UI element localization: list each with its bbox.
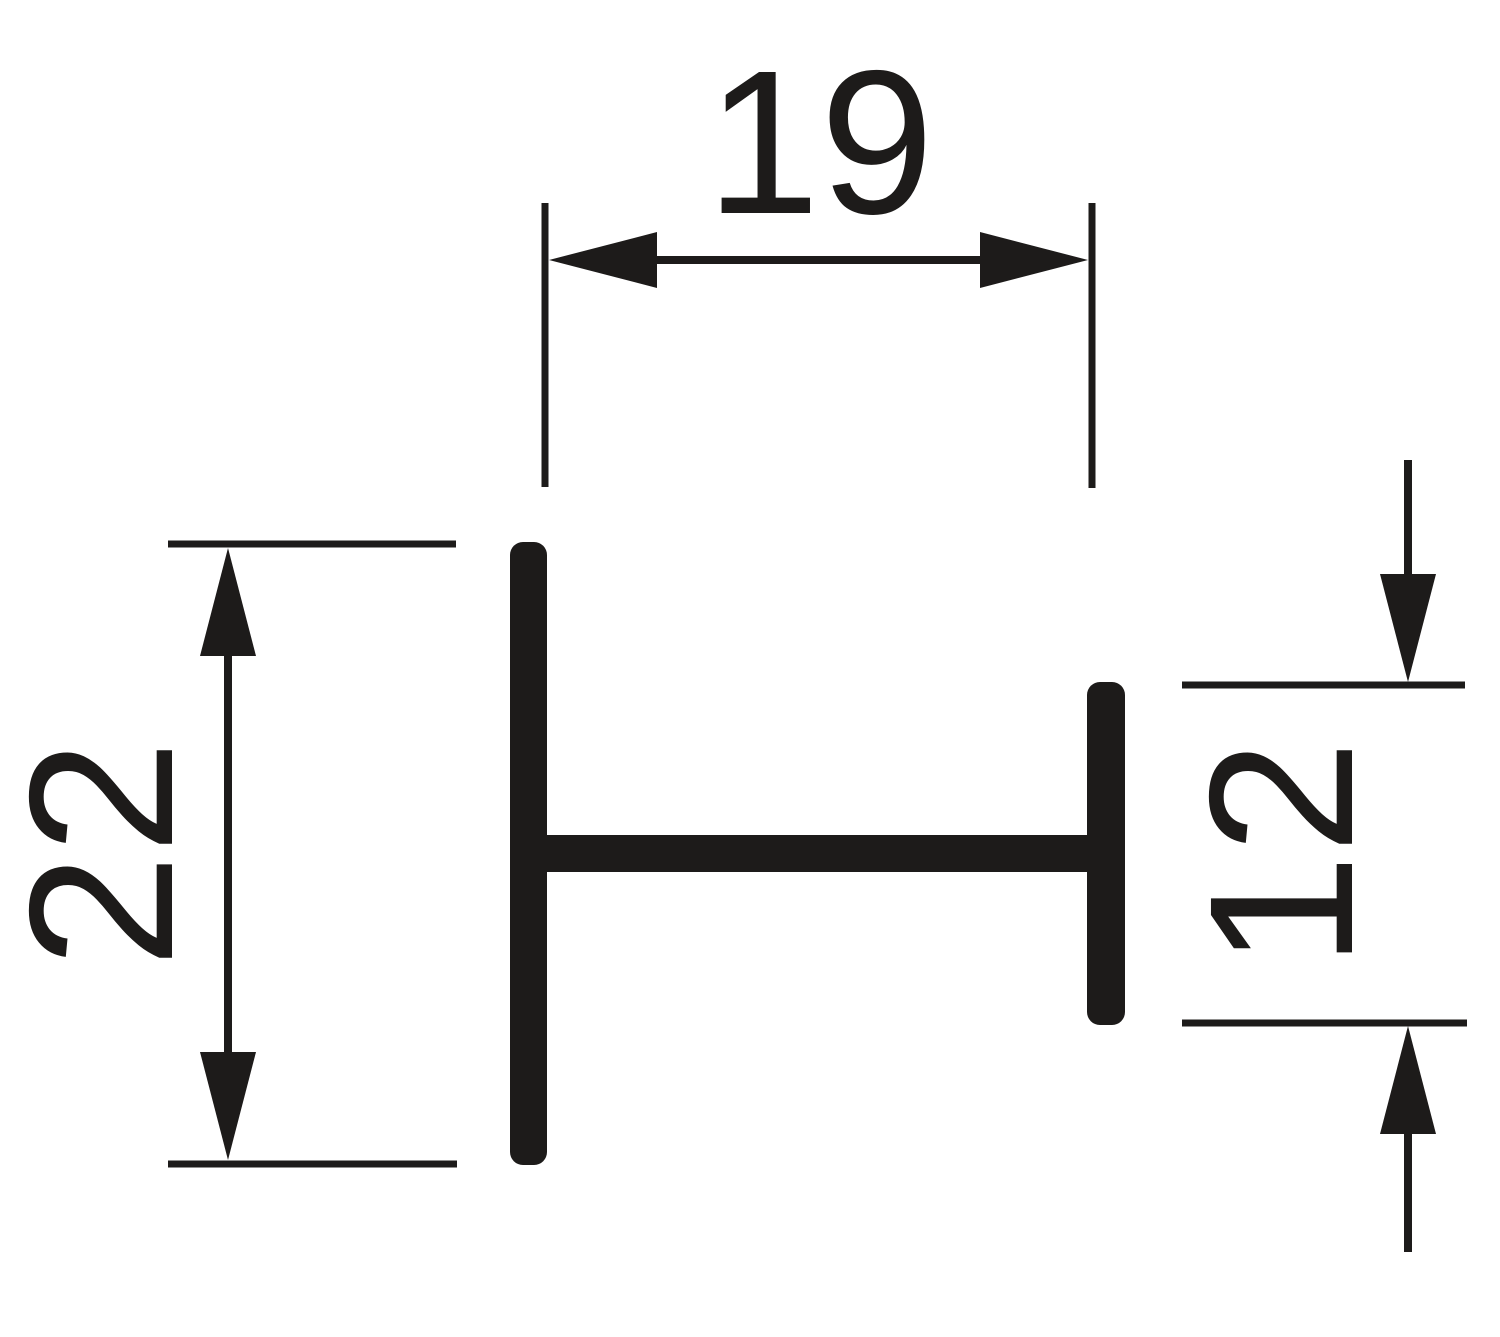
left-height-extension-line-top xyxy=(168,540,456,548)
right-height-arrowhead-down-icon xyxy=(1380,574,1436,682)
right-height-arrowhead-up-icon xyxy=(1380,1026,1436,1134)
left-height-arrowhead-down-icon xyxy=(200,1052,256,1160)
right-height-dimension: 12 xyxy=(1167,460,1467,1252)
left-height-dimension: 22 xyxy=(0,540,457,1168)
h-profile-left-flange xyxy=(510,542,547,1165)
width-dim-extension-line-left xyxy=(541,203,549,487)
left-height-dim-line xyxy=(224,610,232,1100)
width-dim-extension-line-right xyxy=(1088,203,1096,488)
right-height-extension-line-bottom xyxy=(1182,1019,1467,1027)
h-profile-web xyxy=(540,835,1098,872)
width-dim-arrowhead-right-icon xyxy=(980,232,1088,288)
right-height-leader-top xyxy=(1404,460,1412,580)
right-height-dim-label: 12 xyxy=(1167,740,1396,968)
right-height-leader-bottom xyxy=(1404,1130,1412,1252)
width-dim-line xyxy=(600,256,1040,264)
width-dimension: 19 xyxy=(541,28,1096,488)
left-height-dim-label: 22 xyxy=(0,740,216,968)
width-dim-label: 19 xyxy=(706,28,934,257)
h-profile-right-flange xyxy=(1087,682,1125,1025)
width-dim-arrowhead-left-icon xyxy=(549,232,657,288)
left-height-extension-line-bottom xyxy=(168,1160,457,1168)
left-height-arrowhead-up-icon xyxy=(200,548,256,656)
right-height-extension-line-top xyxy=(1182,681,1465,689)
h-profile xyxy=(510,542,1125,1165)
